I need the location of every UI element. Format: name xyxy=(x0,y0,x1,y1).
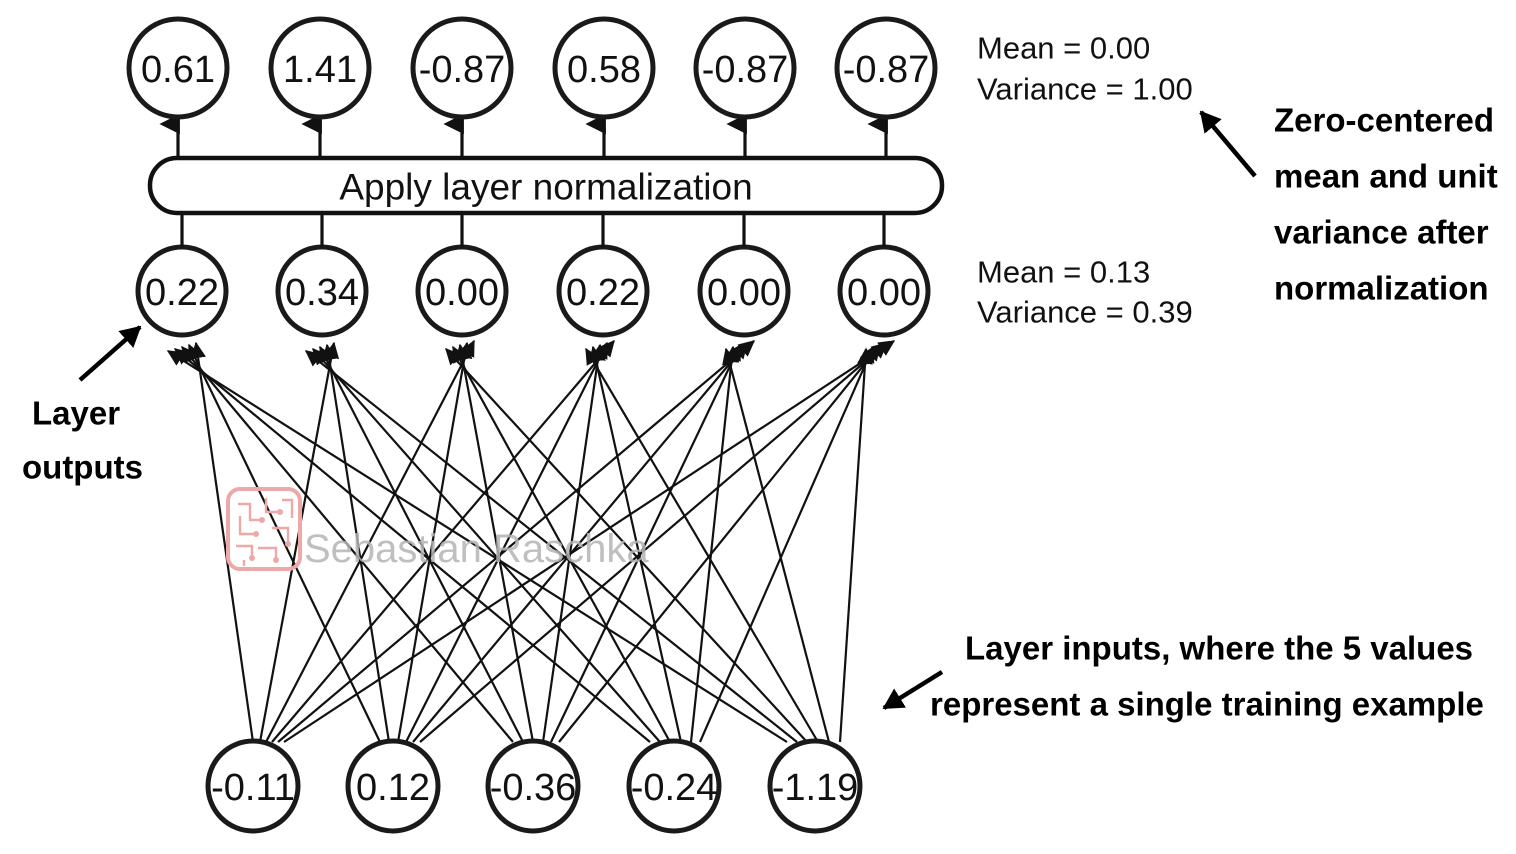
node-normalized-5-value: -0.87 xyxy=(702,49,789,91)
apply-layer-normalization-box[interactable]: Apply layer normalization xyxy=(147,155,945,216)
node-input-5[interactable]: -1.19 xyxy=(767,738,863,834)
node-normalized-1[interactable]: 0.61 xyxy=(126,16,230,120)
node-output-3-value: 0.00 xyxy=(425,272,499,314)
node-input-2-value: 0.12 xyxy=(356,767,430,809)
normalized-stats: Mean = 0.00 Variance = 1.00 xyxy=(977,31,1193,107)
node-output-1[interactable]: 0.22 xyxy=(135,244,229,338)
stems-into-norm-box xyxy=(180,213,886,247)
node-output-1-value: 0.22 xyxy=(145,272,219,314)
node-output-4[interactable]: 0.22 xyxy=(556,244,650,338)
node-normalized-3[interactable]: -0.87 xyxy=(410,16,514,120)
callout-layer-inputs-line2: represent a single training example xyxy=(930,686,1484,723)
normalized-outputs-row: 0.61 1.41 -0.87 0.58 -0.87 -0.87 xyxy=(126,16,938,120)
callout-layer-inputs-line1: Layer inputs, where the 5 values xyxy=(965,630,1473,667)
callout-zero-centered-line1: Zero-centered xyxy=(1274,102,1494,139)
node-normalized-2[interactable]: 1.41 xyxy=(268,16,372,120)
node-normalized-6-value: -0.87 xyxy=(843,49,930,91)
node-input-4-value: -0.24 xyxy=(631,767,718,809)
layer-output-stats: Mean = 0.13 Variance = 0.39 xyxy=(977,255,1193,330)
connection-edges xyxy=(166,339,896,743)
callout-zero-centered-line4: normalization xyxy=(1274,270,1489,307)
output-variance-label: Variance = 0.39 xyxy=(977,295,1193,330)
normalized-variance-label: Variance = 1.00 xyxy=(977,72,1193,107)
watermark: Sebastian Raschka xyxy=(226,487,649,571)
stems-out-of-norm-box xyxy=(159,113,888,157)
node-input-5-value: -1.19 xyxy=(772,767,859,809)
normalized-mean-label: Mean = 0.00 xyxy=(977,31,1150,66)
callout-layer-outputs: Layer outputs xyxy=(22,325,143,486)
node-input-2[interactable]: 0.12 xyxy=(345,738,441,834)
watermark-label: Sebastian Raschka xyxy=(304,527,649,571)
node-input-3[interactable]: -0.36 xyxy=(485,738,581,834)
norm-box-label: Apply layer normalization xyxy=(339,167,752,208)
callout-zero-centered: Zero-centered mean and unit variance aft… xyxy=(1199,102,1498,307)
node-normalized-5[interactable]: -0.87 xyxy=(693,16,797,120)
circuit-board-logo-icon xyxy=(226,487,302,571)
node-output-6[interactable]: 0.00 xyxy=(837,244,931,338)
callout-zero-centered-line3: variance after xyxy=(1274,214,1489,251)
callout-layer-inputs: Layer inputs, where the 5 values represe… xyxy=(882,630,1484,723)
node-normalized-3-value: -0.87 xyxy=(419,49,506,91)
node-normalized-2-value: 1.41 xyxy=(283,49,357,91)
callout-layer-outputs-line2: outputs xyxy=(22,449,143,486)
node-normalized-4-value: 0.58 xyxy=(567,49,641,91)
output-mean-label: Mean = 0.13 xyxy=(977,255,1150,290)
node-output-4-value: 0.22 xyxy=(566,272,640,314)
node-output-2[interactable]: 0.34 xyxy=(275,244,369,338)
node-output-5-value: 0.00 xyxy=(707,272,781,314)
node-normalized-1-value: 0.61 xyxy=(141,49,215,91)
node-input-1[interactable]: -0.11 xyxy=(205,738,301,834)
node-output-6-value: 0.00 xyxy=(847,272,921,314)
layer-inputs-row: -0.11 0.12 -0.36 -0.24 -1.19 xyxy=(205,738,863,834)
node-normalized-6[interactable]: -0.87 xyxy=(834,16,938,120)
node-output-3[interactable]: 0.00 xyxy=(415,244,509,338)
node-input-1-value: -0.11 xyxy=(211,767,295,809)
layer-outputs-row: 0.22 0.34 0.00 0.22 0.00 0.00 xyxy=(135,244,931,338)
node-output-2-value: 0.34 xyxy=(285,272,359,314)
node-normalized-4[interactable]: 0.58 xyxy=(552,16,656,120)
callout-layer-outputs-line1: Layer xyxy=(32,395,120,432)
node-output-5[interactable]: 0.00 xyxy=(697,244,791,338)
node-input-3-value: -0.36 xyxy=(490,767,577,809)
node-input-4[interactable]: -0.24 xyxy=(626,738,722,834)
callout-zero-centered-line2: mean and unit xyxy=(1274,158,1498,195)
